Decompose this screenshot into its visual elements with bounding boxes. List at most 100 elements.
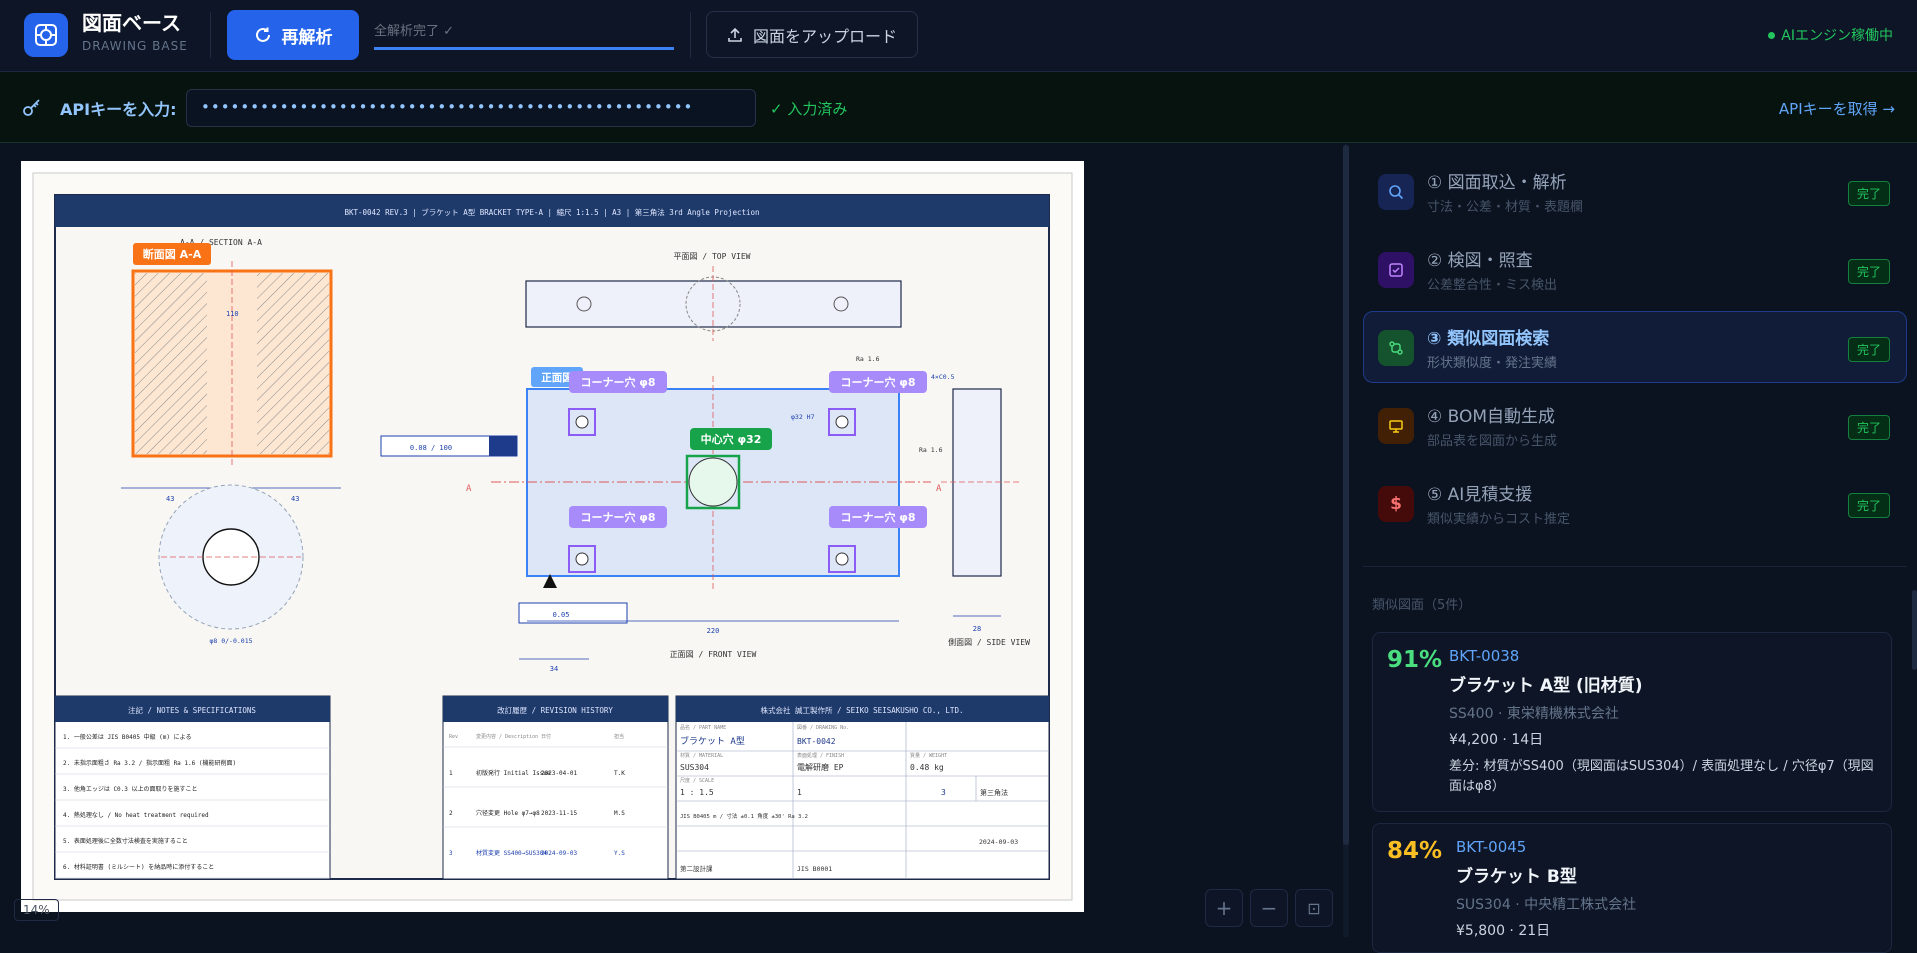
upload-button[interactable]: 図面をアップロード <box>706 11 918 58</box>
revision-header: 変更内容 / Description <box>476 733 538 740</box>
status-badge: 完了 <box>1847 181 1890 206</box>
list-scrollbar[interactable] <box>1912 590 1917 670</box>
drawing-code[interactable]: BKT-0038 <box>1449 647 1520 665</box>
section-divider <box>1363 553 1907 567</box>
revision-cell: 2024-09-03 <box>541 850 578 857</box>
step-title: ① 図面取込・解析 <box>1427 173 1567 193</box>
revision-header: Rev <box>449 734 458 740</box>
dim-220: 220 <box>707 627 720 635</box>
zoom-in-button[interactable]: + <box>1205 889 1243 927</box>
dim-28: 28 <box>973 625 981 633</box>
step-similar[interactable]: ③ 類似図面検索 形状類似度・発注実績 完了 <box>1363 311 1907 383</box>
similarity-score: 91% <box>1387 647 1443 673</box>
revision-header: 日付 <box>541 733 551 740</box>
note-line: 6. 材料証明書 (ミルシート) を納品時に添付すること <box>63 863 214 871</box>
drawing-title-strip: BKT-0042 REV.3 | ブラケット A型 BRACKET TYPE-A… <box>344 207 759 217</box>
tb-weight-label: 質量 / WEIGHT <box>910 752 947 759</box>
drawing-name: ブラケット A型 (旧材質) <box>1449 676 1643 696</box>
scrollbar-thumb[interactable] <box>1343 145 1349 845</box>
tb-finish-label: 表面処理 / FINISH <box>797 752 844 759</box>
ra-note-1: Ra 1.6 <box>856 355 880 363</box>
status-badge: 完了 <box>1847 415 1890 440</box>
hole-label-top-right: コーナー穴 φ8 <box>840 375 915 389</box>
tb-dwg-label: 図番 / DRAWING No. <box>797 724 849 731</box>
api-key-bar: APIキーを入力: ••••••••••••••••••••••••••••••… <box>0 72 1917 143</box>
dim-34: 34 <box>550 665 558 673</box>
step-bom[interactable]: ④ BOM自動生成 部品表を図面から生成 完了 <box>1363 389 1907 461</box>
ra-note-2: Ra 1.6 <box>919 446 943 454</box>
section-title: A-A / SECTION A-A <box>180 238 262 247</box>
note-line: 1. 一般公差は JIS B0405 中級 (m) による <box>63 733 191 741</box>
tb-dwg: BKT-0042 <box>797 737 836 746</box>
hole-label-bottom-right: コーナー穴 φ8 <box>840 510 915 524</box>
step-title: ③ 類似図面検索 <box>1427 329 1550 349</box>
revision-cell: 2 <box>449 810 453 817</box>
revision-cell: M.S <box>614 810 625 817</box>
tb-cust: JIS B0001 <box>797 865 832 873</box>
engine-status-text: AIエンジン稼働中 <box>1781 28 1893 44</box>
flatness-box: 0.05 <box>553 611 570 619</box>
front-view-badge: 正面図 <box>541 372 573 384</box>
side-view-label: 側面図 / SIDE VIEW <box>948 637 1030 647</box>
hole-label-top-left: コーナー穴 φ8 <box>580 375 655 389</box>
divider <box>210 12 211 58</box>
panel-scrollbar[interactable] <box>1343 145 1349 937</box>
drawing-code[interactable]: BKT-0045 <box>1456 838 1527 856</box>
api-key-status: ✓ 入力済み <box>770 100 848 118</box>
note-line: 2. 未指示面粗さ Ra 3.2 / 指示面粗 Ra 1.6 (機能研削面) <box>63 759 236 767</box>
step-title: ② 検図・照査 <box>1427 251 1533 271</box>
dim-43b: 43 <box>291 495 299 503</box>
search-icon <box>1378 174 1414 210</box>
step-subtitle: 部品表を図面から生成 <box>1427 434 1558 449</box>
tb-weight: 0.48 kg <box>910 763 944 772</box>
progress-track <box>374 47 674 50</box>
tolerance-box: 0.08 / 100 <box>410 444 452 452</box>
similar-header: 類似図面（5件） <box>1372 598 1472 613</box>
reanalyze-label: 再解析 <box>281 27 333 48</box>
get-api-key-link[interactable]: APIキーを取得 → <box>1778 100 1895 118</box>
drawing-canvas[interactable]: BKT-0042 REV.3 | ブラケット A型 BRACKET TYPE-A… <box>0 144 1345 937</box>
notes-title: 注記 / NOTES & SPECIFICATIONS <box>128 705 256 715</box>
top-view-label: 平面図 / TOP VIEW <box>674 252 751 261</box>
step-import[interactable]: ① 図面取込・解析 寸法・公差・材質・表題欄 完了 <box>1363 155 1907 227</box>
checkbox-icon <box>1378 252 1414 288</box>
step-subtitle: 公差整合性・ミス検出 <box>1427 278 1558 293</box>
reanalyze-button[interactable]: 再解析 <box>227 10 359 60</box>
progress-fill <box>374 47 674 50</box>
monitor-icon <box>1378 408 1414 444</box>
status-badge: 完了 <box>1847 493 1890 518</box>
api-key-input[interactable]: ••••••••••••••••••••••••••••••••••••••••… <box>186 89 756 127</box>
analysis-progress: 全解析完了 ✓ <box>374 20 674 50</box>
dim-110: 110 <box>226 310 239 318</box>
similar-card[interactable]: 91% BKT-0038 ブラケット A型 (旧材質) SS400 · 東栄精機… <box>1372 632 1892 812</box>
tb-date: 2024-09-03 <box>979 838 1018 846</box>
status-badge: 完了 <box>1847 259 1890 284</box>
revision-cell: 2023-04-01 <box>541 770 578 777</box>
app-subtitle: DRAWING BASE <box>82 39 188 53</box>
zoom-out-button[interactable]: − <box>1250 889 1288 927</box>
top-bar: 図面ベース DRAWING BASE 再解析 全解析完了 ✓ 図面をアップロード… <box>0 0 1917 72</box>
step-estimate[interactable]: $ ⑤ AI見積支援 類似実績からコスト推定 完了 <box>1363 467 1907 539</box>
key-icon <box>23 99 40 116</box>
status-dot-icon <box>1768 31 1776 39</box>
front-view-label: 正面図 / FRONT VIEW <box>670 650 757 659</box>
hole-label-center: 中心穴 φ32 <box>701 432 762 446</box>
divider <box>690 12 691 58</box>
similar-card[interactable]: 84% BKT-0045 ブラケット B型 SUS304 · 中央精工株式会社 … <box>1372 823 1892 953</box>
drawing-material: SUS304 · 中央精工株式会社 <box>1456 897 1637 913</box>
revision-cell: 1 <box>449 770 453 777</box>
section-label: 断面図 A-A <box>143 247 202 261</box>
upload-icon <box>728 27 742 42</box>
note-line: 5. 表面処理後に全数寸法検査を実施すること <box>63 837 188 845</box>
step-check[interactable]: ② 検図・照査 公差整合性・ミス検出 完了 <box>1363 233 1907 305</box>
phi32-note: φ32 H7 <box>791 413 815 421</box>
cut-mark-a2: A <box>936 484 942 494</box>
tb-part-name: ブラケット A型 <box>680 735 745 747</box>
tb-qty: 1 <box>797 788 802 797</box>
tb-scale: 1 : 1.5 <box>680 788 714 797</box>
fit-view-button[interactable]: ⊡ <box>1295 889 1333 927</box>
tb-scale-label: 尺度 / SCALE <box>680 777 714 784</box>
drawing-diff: 差分: 材質がSS400（現図面はSUS304）/ 表面処理なし / 穴径φ7（… <box>1449 759 1874 794</box>
status-badge: 完了 <box>1847 337 1890 362</box>
cut-mark-a1: A <box>466 484 472 494</box>
